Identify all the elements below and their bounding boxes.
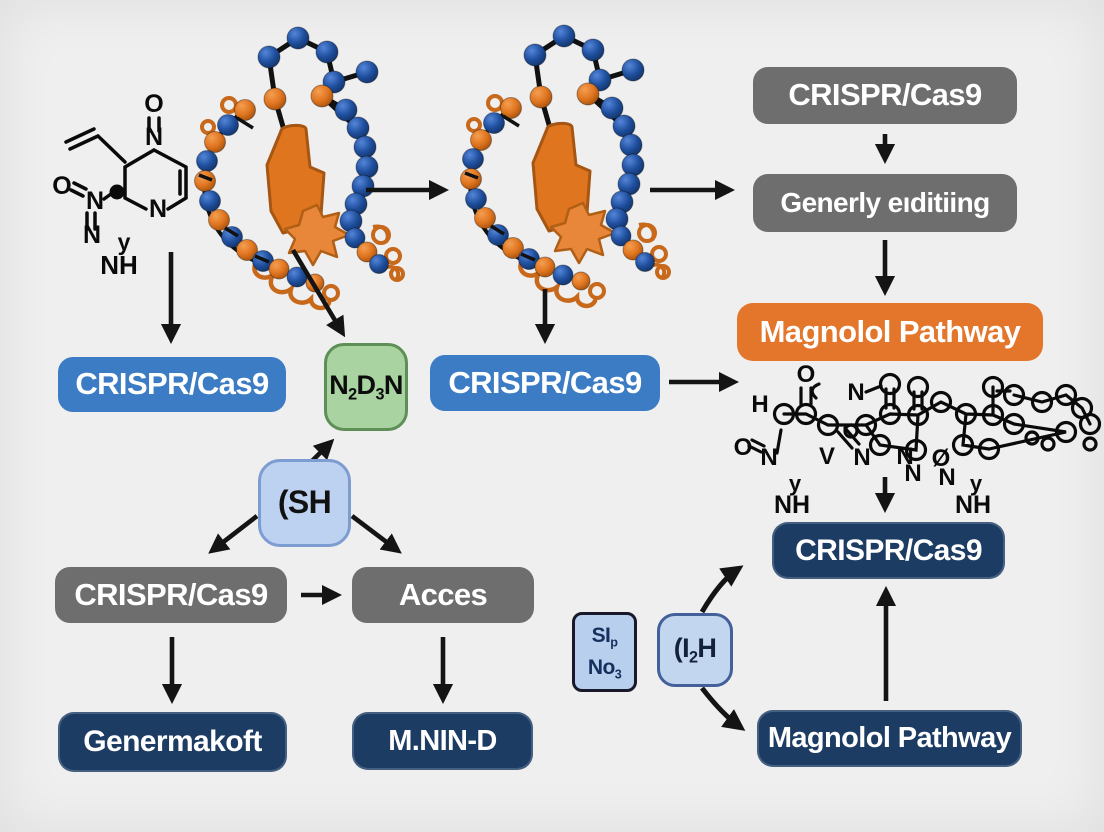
box-label-line2: No3 bbox=[587, 656, 622, 682]
atom-label: H bbox=[751, 391, 768, 418]
atom-label: V bbox=[819, 443, 835, 470]
box-label-line1: SIp bbox=[591, 623, 618, 650]
box-acces: Acces bbox=[352, 567, 534, 623]
box-label: CRISPR/Cas9 bbox=[788, 77, 982, 113]
box-crispr-cas9-blue-left: CRISPR/Cas9 bbox=[58, 357, 286, 412]
box-sh: (SH bbox=[258, 459, 351, 547]
flow-arrows bbox=[160, 134, 897, 731]
box-label: CRISPR/Cas9 bbox=[74, 576, 268, 612]
chemical-structure-left: O N N O N N y NH bbox=[52, 90, 188, 280]
box-label: Magnolol Pathway bbox=[767, 722, 1012, 755]
atom-label: N bbox=[853, 444, 870, 471]
box-genermakoft: Genermakoft bbox=[58, 712, 287, 772]
atom-label: y bbox=[789, 471, 802, 496]
atom-label: N bbox=[83, 221, 101, 249]
atom-label: NH bbox=[100, 250, 138, 280]
box-crispr-cas9-top: CRISPR/Cas9 bbox=[753, 67, 1017, 124]
box-label: Genermakoft bbox=[83, 725, 262, 759]
arrow-i2h-to-magnolol-navy bbox=[700, 686, 746, 731]
atom-label: N bbox=[145, 123, 163, 151]
box-label: N2D3N bbox=[329, 369, 403, 404]
atom-label: O bbox=[52, 172, 71, 200]
atom-label: y bbox=[118, 229, 131, 255]
box-crispr-cas9-navy: CRISPR/Cas9 bbox=[772, 522, 1005, 579]
cas9-protein-illustration-2 bbox=[461, 25, 670, 306]
chemical-structure-right: H O N O N V N N N Ø N y NH y NH bbox=[734, 361, 1102, 519]
atom-label: O bbox=[144, 90, 163, 118]
box-label: (SH bbox=[277, 484, 332, 521]
atom-label: N bbox=[938, 464, 955, 491]
box-label: Acces bbox=[398, 576, 488, 612]
box-i2h: (I2H bbox=[657, 613, 733, 687]
arrow-i2h-to-crispr-navy bbox=[699, 565, 744, 614]
atom-label: N bbox=[847, 379, 864, 406]
arrow-sh-to-crispr-gray bbox=[208, 514, 259, 554]
atom-label: N bbox=[760, 444, 777, 471]
atom-label: O bbox=[734, 434, 753, 461]
atom-label: O bbox=[797, 361, 816, 388]
atom-label: N bbox=[86, 187, 104, 215]
box-n2d3n: N2D3N bbox=[324, 343, 408, 431]
box-label: CRISPR/Cas9 bbox=[795, 533, 982, 567]
atom-label: Ø bbox=[932, 445, 951, 472]
box-mnind: M.NIN-D bbox=[352, 712, 533, 770]
box-crispr-cas9-blue-mid: CRISPR/Cas9 bbox=[430, 355, 660, 411]
box-gene-editing: Generly eıditiing bbox=[753, 174, 1017, 232]
atom-label: N bbox=[904, 460, 921, 487]
box-crispr-cas9-gray-lower: CRISPR/Cas9 bbox=[55, 567, 287, 623]
atom-label: N bbox=[149, 195, 167, 223]
cas9-protein-illustration-1 bbox=[195, 27, 404, 308]
box-label: M.NIN-D bbox=[388, 724, 497, 757]
box-label: (I2H bbox=[673, 632, 717, 667]
atom-label: N bbox=[896, 443, 913, 470]
atom-label: y bbox=[970, 471, 983, 496]
box-label: Generly eıditiing bbox=[780, 187, 990, 219]
atom-label: NH bbox=[955, 491, 991, 519]
box-slp-no3: SIp No3 bbox=[572, 612, 637, 692]
atom-label: NH bbox=[774, 491, 810, 519]
box-label: Magnolol Pathway bbox=[759, 313, 1021, 349]
box-magnolol-pathway-navy: Magnolol Pathway bbox=[757, 710, 1022, 767]
arrow-sh-to-acces bbox=[350, 514, 402, 554]
arrow-protein1-to-n2d3n bbox=[291, 248, 346, 338]
box-magnolol-pathway-orange: Magnolol Pathway bbox=[737, 303, 1043, 361]
box-label: CRISPR/Cas9 bbox=[75, 366, 269, 402]
box-label: CRISPR/Cas9 bbox=[448, 364, 642, 400]
